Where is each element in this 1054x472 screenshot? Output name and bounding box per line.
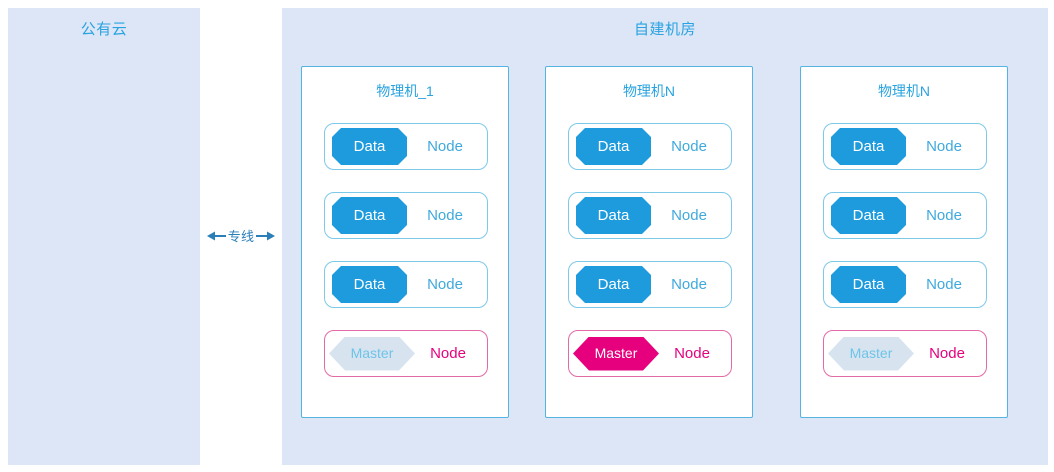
- node-label: Node: [671, 138, 707, 155]
- data-badge: Data: [332, 197, 407, 234]
- master-node-row[interactable]: Master Node: [568, 330, 732, 377]
- machine-box: 物理机_1 Data Node Data Node Data Node Mast…: [301, 66, 509, 418]
- node-row[interactable]: Data Node: [324, 123, 488, 170]
- data-badge: Data: [576, 128, 651, 165]
- dedicated-line-connector: 专线: [196, 222, 286, 250]
- zone-private-datacenter-title: 自建机房: [633, 21, 696, 38]
- master-badge: Master: [828, 337, 914, 371]
- node-label: Node: [427, 276, 463, 293]
- machine-list: 物理机_1 Data Node Data Node Data Node Mast…: [282, 66, 1048, 426]
- node-label: Node: [926, 138, 962, 155]
- node-row[interactable]: Data Node: [823, 192, 987, 239]
- machine-title: 物理机_1: [376, 83, 434, 99]
- data-badge: Data: [576, 266, 651, 303]
- zone-public-cloud-title: 公有云: [80, 21, 128, 38]
- data-badge: Data: [332, 128, 407, 165]
- data-badge: Data: [831, 197, 906, 234]
- dedicated-line-label: 专线: [227, 228, 255, 244]
- zone-public-cloud: 公有云: [8, 8, 200, 465]
- node-row[interactable]: Data Node: [324, 261, 488, 308]
- master-node-row[interactable]: Master Node: [324, 330, 488, 377]
- node-row-list: Data Node Data Node Data Node Master Nod…: [823, 123, 987, 377]
- data-badge: Data: [576, 197, 651, 234]
- node-row-list: Data Node Data Node Data Node Master Nod…: [324, 123, 488, 377]
- data-badge: Data: [831, 266, 906, 303]
- data-badge: Data: [831, 128, 906, 165]
- data-badge: Data: [332, 266, 407, 303]
- node-row[interactable]: Data Node: [568, 192, 732, 239]
- node-row[interactable]: Data Node: [568, 123, 732, 170]
- node-label: Node: [671, 207, 707, 224]
- machine-title: 物理机N: [622, 83, 676, 99]
- arrow-right-icon: [256, 231, 276, 241]
- node-row[interactable]: Data Node: [324, 192, 488, 239]
- node-row[interactable]: Data Node: [568, 261, 732, 308]
- machine-box: 物理机N Data Node Data Node Data Node Maste…: [545, 66, 753, 418]
- node-label: Node: [926, 276, 962, 293]
- machine-box: 物理机N Data Node Data Node Data Node Maste…: [800, 66, 1008, 418]
- node-label: Node: [427, 207, 463, 224]
- master-badge: Master: [573, 337, 659, 371]
- node-row[interactable]: Data Node: [823, 123, 987, 170]
- machine-title: 物理机N: [877, 83, 931, 99]
- node-label: Node: [671, 276, 707, 293]
- master-badge: Master: [329, 337, 415, 371]
- node-row[interactable]: Data Node: [823, 261, 987, 308]
- node-row-list: Data Node Data Node Data Node Master Nod…: [568, 123, 732, 377]
- arrow-left-icon: [206, 231, 226, 241]
- node-label: Node: [929, 345, 965, 362]
- node-label: Node: [430, 345, 466, 362]
- node-label: Node: [926, 207, 962, 224]
- node-label: Node: [674, 345, 710, 362]
- master-node-row[interactable]: Master Node: [823, 330, 987, 377]
- node-label: Node: [427, 138, 463, 155]
